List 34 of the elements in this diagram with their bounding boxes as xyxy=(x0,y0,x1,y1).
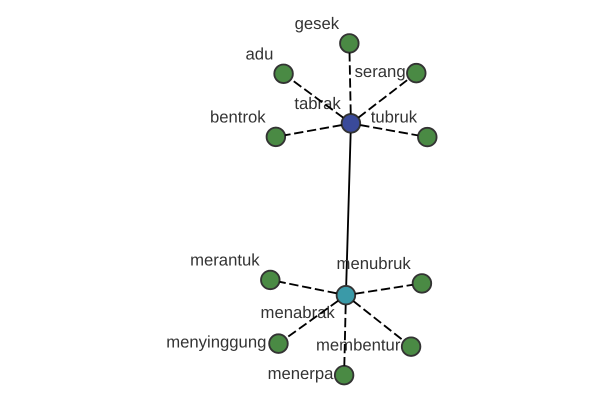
node-label: membentur xyxy=(316,336,400,355)
connector xyxy=(343,304,347,366)
node-circle xyxy=(273,64,294,84)
connector xyxy=(355,284,413,295)
connector xyxy=(290,78,344,118)
node-circle xyxy=(339,33,360,54)
node-label: bentrok xyxy=(210,107,266,126)
node-circle xyxy=(336,285,356,306)
node-label: adu xyxy=(246,44,274,64)
node-label: menyinggung xyxy=(166,332,266,352)
node-label: gesek xyxy=(294,14,340,33)
node-label: tabrak xyxy=(294,94,341,113)
connector xyxy=(286,300,339,339)
node-circle xyxy=(417,126,438,148)
connector xyxy=(284,124,342,136)
node-circle xyxy=(400,336,422,357)
node-circle xyxy=(266,126,286,148)
node-label: menabrak xyxy=(260,302,335,322)
connector xyxy=(279,280,337,294)
node-circle xyxy=(406,62,426,84)
node-label: menerpa xyxy=(268,364,334,384)
node-label: tubruk xyxy=(370,108,418,127)
node-circle xyxy=(260,270,281,290)
connector xyxy=(360,124,418,136)
connector xyxy=(358,78,410,118)
node-label: serang xyxy=(354,62,406,82)
node-circle xyxy=(268,333,289,354)
connector xyxy=(352,300,404,342)
node-circle xyxy=(340,113,362,134)
connector xyxy=(345,133,352,286)
connector xyxy=(348,52,352,114)
node-label: merantuk xyxy=(190,250,260,270)
node-circle xyxy=(412,273,432,294)
node-circle xyxy=(334,364,354,386)
